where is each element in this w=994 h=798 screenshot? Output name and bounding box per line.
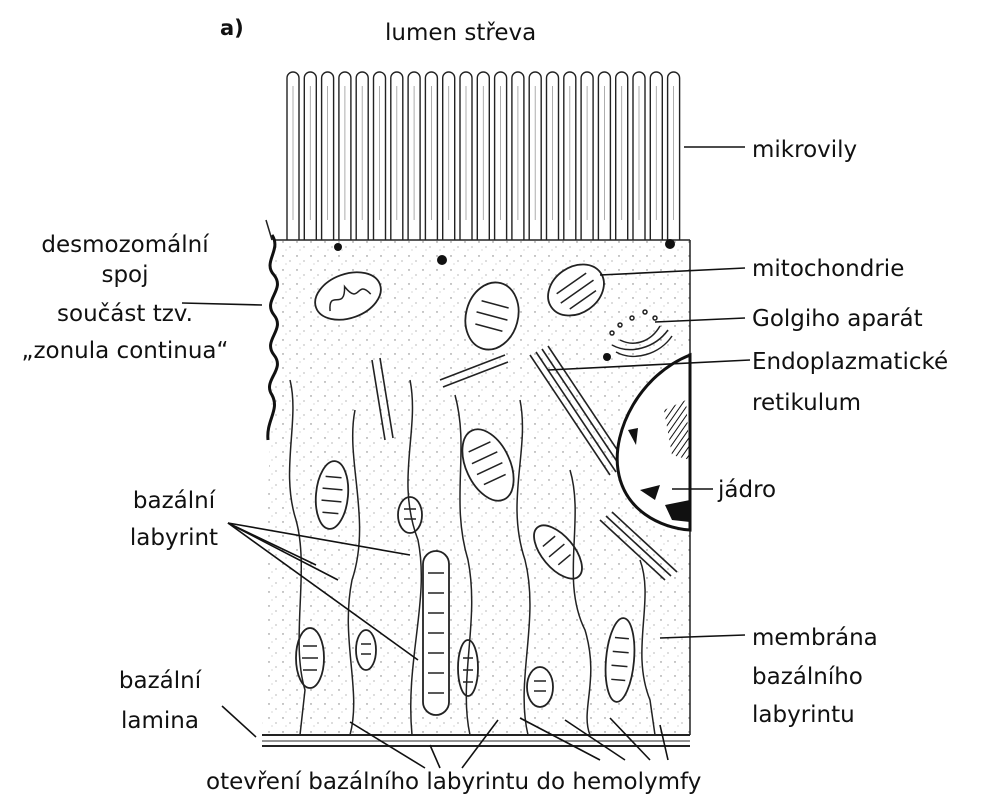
basal-lamina-label-line2: lamina (121, 708, 199, 734)
desmosome-label-line2: spoj (101, 262, 148, 288)
desmosome-label-line4: „zonula continua“ (22, 338, 229, 364)
desmosome-label-line3: součást tzv. (57, 301, 193, 327)
er-label-line2: retikulum (752, 390, 861, 416)
mitochondria-label: mitochondrie (752, 256, 904, 282)
basal-labyrinth-label-line1: bazální (133, 488, 216, 514)
desmosome-label-line1: desmozomální (41, 232, 209, 258)
basal-lamina-label-line1: bazální (119, 668, 202, 694)
basal-lamina (262, 735, 690, 746)
nucleus-label: jádro (717, 477, 776, 503)
microvilli-label: mikrovily (752, 137, 857, 163)
basal-labyrinth-label-line2: labyrint (130, 525, 218, 551)
er-label-line1: Endoplazmatické (752, 349, 948, 375)
opening-label: otevření bazálního labyrintu do hemolymf… (206, 769, 701, 795)
panel-label: a) (220, 16, 244, 40)
labyrinth-membrane-label-line1: membrána (752, 625, 878, 651)
labyrinth-membrane-label-line2: bazálního (752, 664, 863, 690)
lumen-label: lumen střeva (385, 20, 536, 46)
golgi-label: Golgiho aparát (752, 306, 923, 332)
labyrinth-membrane-label-line3: labyrintu (752, 702, 855, 728)
microvilli (287, 72, 680, 240)
